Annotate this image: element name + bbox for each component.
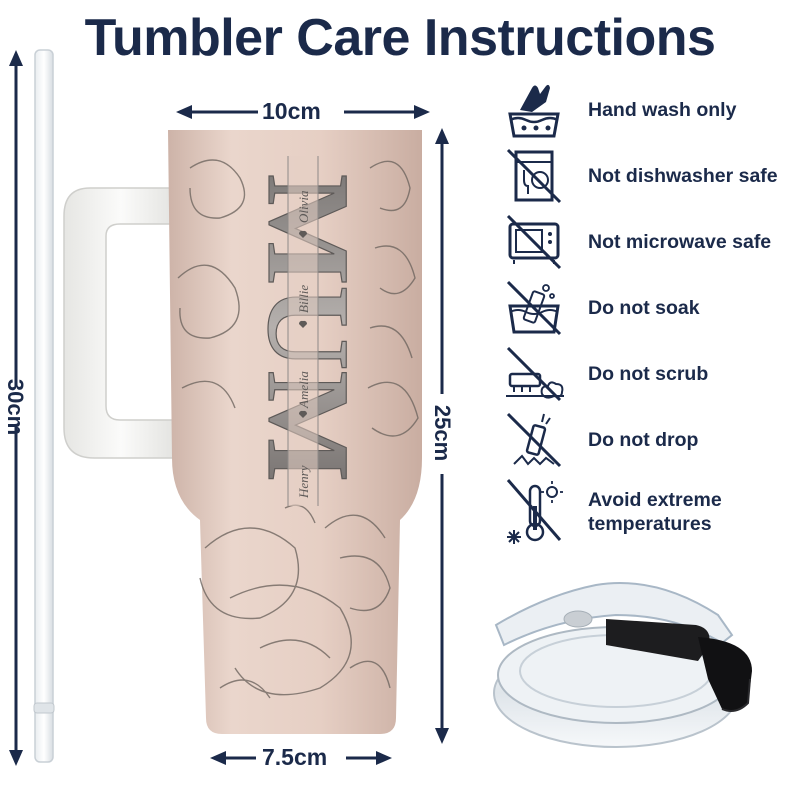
hand-wash-icon (508, 84, 560, 138)
care-item-no-scrub: Do not scrub (502, 344, 800, 404)
no-drop-icon (506, 412, 562, 468)
engraved-name-billie: Billie (296, 285, 311, 313)
engraved-name-henry: Henry (296, 465, 311, 499)
top-width-label: 10cm (262, 98, 321, 124)
lid-image (493, 582, 752, 748)
care-label: Do not scrub (588, 363, 709, 385)
straw-height-label: 30cm (3, 378, 28, 436)
care-label: Not dishwasher safe (588, 165, 778, 187)
engraved-name-olivia: Olivia (296, 190, 311, 223)
no-scrub-icon (506, 346, 564, 402)
care-item-extreme-temperatures: Avoid extreme temperatures (502, 476, 800, 548)
care-label: Not microwave safe (588, 231, 772, 253)
care-label-line-1: Avoid extreme (588, 489, 722, 511)
care-label: Do not drop (588, 429, 699, 451)
care-label: Do not soak (588, 297, 700, 319)
no-microwave-icon (506, 214, 562, 270)
no-dishwasher-icon (506, 148, 562, 204)
tumbler-image: MUM Henry Amelia Billie Olivia (63, 130, 422, 734)
care-label: Hand wash only (588, 99, 737, 121)
page-title: Tumbler Care Instructions (84, 9, 716, 67)
care-label-line-2: temperatures (588, 513, 712, 535)
care-item-no-dishwasher: Not dishwasher safe (502, 146, 800, 206)
engraved-name-amelia: Amelia (296, 371, 311, 409)
care-item-no-microwave: Not microwave safe (502, 212, 800, 272)
care-item-no-drop: Do not drop (502, 410, 800, 470)
straw-image (33, 49, 55, 763)
tumbler-height-label: 25cm (430, 404, 455, 462)
care-item-hand-wash: Hand wash only (502, 80, 800, 140)
thermometer-extreme-icon (506, 479, 563, 544)
care-label: Avoid extreme temperatures (588, 488, 722, 536)
no-soak-icon (506, 280, 562, 336)
bottom-width-label: 7.5cm (262, 744, 328, 770)
care-item-no-soak: Do not soak (502, 278, 800, 338)
care-instructions-list: Hand wash only Not dishwasher safe Not m… (502, 80, 800, 560)
